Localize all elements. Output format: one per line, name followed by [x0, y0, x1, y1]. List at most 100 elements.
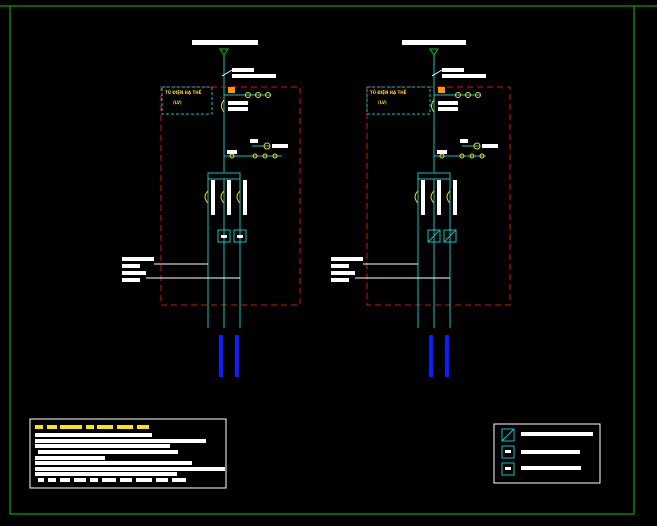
notes-line [48, 478, 56, 482]
panel-left-ct-icon [255, 92, 261, 98]
panel-right-hatched-breaker-icon [443, 229, 457, 243]
panel-left-name-line2: (LV) [173, 100, 182, 105]
panel-left-box-breaker-fill [221, 235, 227, 238]
panel-right-aux-ct-icon [439, 153, 445, 159]
panel-right-cable-label [331, 257, 363, 261]
panel-left-aux-ct-icon [272, 153, 278, 159]
panel-right-label-bar [437, 150, 447, 154]
panel-right-transformer-icon [429, 48, 439, 56]
notes-line [74, 478, 86, 482]
panel-right-ct-icon [455, 92, 461, 98]
panel-right-ct-icon [475, 92, 481, 98]
drawing-frame [0, 5, 657, 515]
hatched-breaker-icon [501, 428, 515, 442]
panel-right-cable [445, 335, 449, 377]
notes-line [172, 478, 186, 482]
panel-left-label-leader [221, 69, 233, 77]
legend-item [501, 462, 581, 476]
panel-left-label-bar [228, 101, 248, 105]
panel-left-box-breaker-icon [217, 229, 231, 243]
frame-inner-border [9, 5, 635, 515]
notes-line [35, 461, 192, 465]
legend-item-label [521, 432, 593, 436]
notes-line [90, 478, 98, 482]
notes-header-bar [47, 425, 57, 429]
notes-box [29, 418, 227, 489]
panel-left-box-breaker-icon [233, 229, 247, 243]
panel-left-label-bar [250, 139, 258, 143]
panel-right-cable-label [331, 278, 349, 282]
panel-right-feeder-breaker-icon [446, 190, 451, 204]
panel-right-cable [429, 335, 433, 377]
panel-right-spd-icon [473, 142, 481, 150]
panel-right-hatched-breaker-slash [427, 229, 441, 243]
panel-left-label-bar [227, 150, 237, 154]
panel-left-breaker-label [227, 180, 231, 215]
panel-left-main-breaker-icon [221, 99, 225, 113]
panel-left-label-bar [228, 107, 248, 111]
panel-right-aux-ct-icon [469, 153, 475, 159]
panel-left-ct-icon [265, 92, 271, 98]
panel-left-breaker-label [243, 180, 247, 215]
panel-right-label-bar [482, 144, 498, 148]
panel-left-transformer-icon [219, 48, 229, 56]
legend-box [493, 423, 601, 484]
legend-item-label [521, 450, 580, 454]
notes-box-frame [29, 418, 227, 489]
panel-right-meter-icon [438, 87, 445, 93]
notes-line [35, 472, 177, 476]
panel-right-breaker-label [437, 180, 441, 215]
panel-right-label-bar [442, 74, 486, 78]
panel-right-aux-ct-icon [459, 153, 465, 159]
hatched-breaker-icon-slash [501, 428, 515, 442]
panel-right-main-breaker-icon [431, 99, 435, 113]
notes-line [35, 467, 225, 471]
panel-left-feeder-breaker-icon [236, 190, 241, 204]
notes-header-bar [117, 425, 133, 429]
panel-right-label-bar [438, 101, 458, 105]
notes-header-bar [60, 425, 82, 429]
panel-right-label-leader [431, 69, 443, 77]
panel-right-label-bar [442, 68, 464, 72]
panel-right-cable-label [331, 264, 349, 268]
plain-breaker-icon [501, 445, 515, 459]
notes-line [120, 478, 132, 482]
panel-right-breaker-label [453, 180, 457, 215]
panel-right-feeder-breaker-icon [414, 190, 419, 204]
plain-breaker-icon-fill [505, 450, 511, 453]
panel-left-breaker-label [211, 180, 215, 215]
panel-right: TỦ ĐIỆN HẠ THẾ (LV) [331, 40, 511, 377]
panel-left-cable [219, 335, 223, 377]
panel-left-box-breaker-fill [237, 235, 243, 238]
notes-line [35, 433, 152, 437]
panel-left-cable-label [122, 278, 140, 282]
panel-left: TỦ ĐIỆN HẠ THẾ (LV) [122, 40, 301, 377]
legend-box-frame [493, 423, 601, 484]
panel-left-title-bar [192, 40, 258, 45]
notes-header-bar [137, 425, 149, 429]
panel-right-hatched-breaker-slash [443, 229, 457, 243]
legend-item [501, 445, 580, 459]
notes-line [38, 450, 178, 454]
notes-header-bar [97, 425, 113, 429]
notes-line [35, 456, 105, 460]
panel-left-label-bar [232, 74, 276, 78]
notes-line [102, 478, 116, 482]
panel-right-title-bar [402, 40, 466, 45]
notes-line [35, 439, 206, 443]
notes-line [136, 478, 152, 482]
panel-right-name-line1: TỦ ĐIỆN HẠ THẾ [370, 89, 407, 95]
panel-right-feeder-breaker-icon [430, 190, 435, 204]
panel-left-boundary [160, 86, 301, 306]
panel-right-cable-label [331, 271, 355, 275]
panel-right-aux-ct-icon [479, 153, 485, 159]
panel-right-label-bar [460, 139, 468, 143]
panel-left-cable [235, 335, 239, 377]
panel-left-feeder-breaker-icon [220, 190, 225, 204]
box-breaker-icon [501, 462, 515, 476]
panel-left-name-box [161, 86, 213, 115]
panel-right-label-bar [438, 107, 458, 111]
panel-left-ct-icon [245, 92, 251, 98]
panel-right-ct-icon [465, 92, 471, 98]
panel-left-meter-icon [228, 87, 235, 93]
